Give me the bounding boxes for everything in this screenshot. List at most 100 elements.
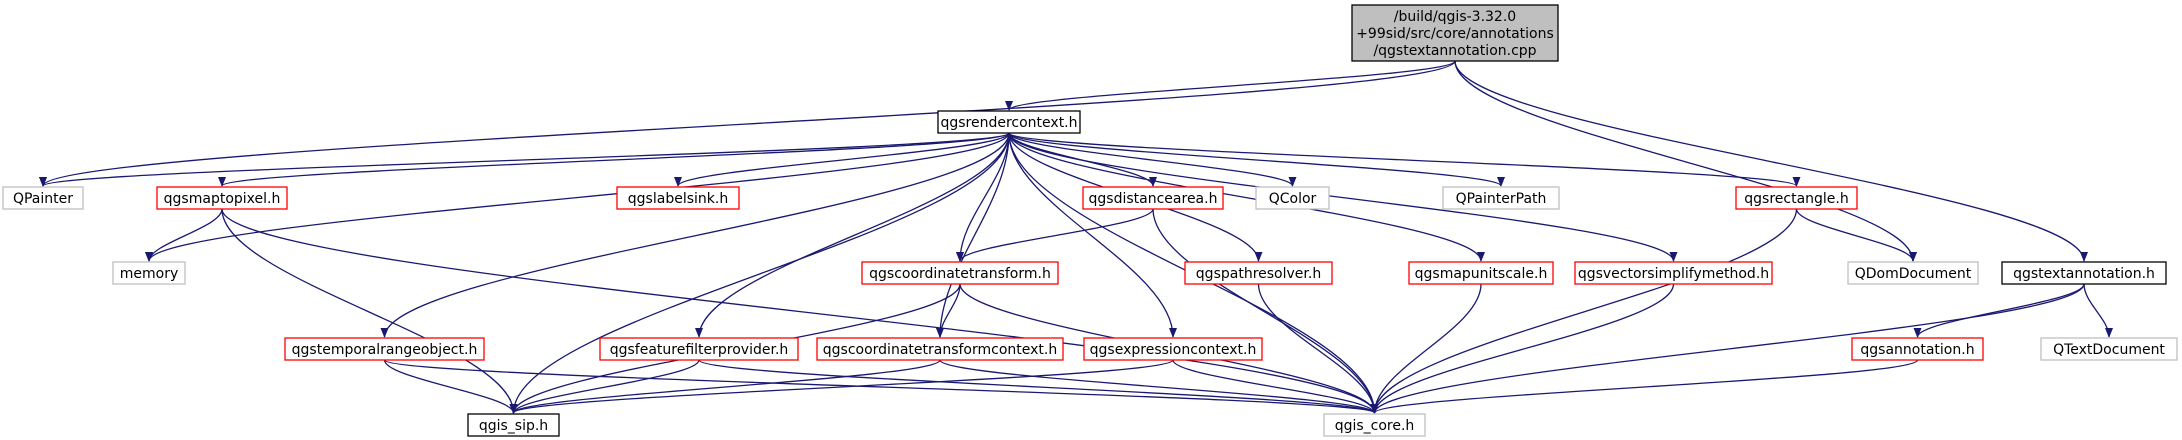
node-label-qgsvectorsimplifymethod: qgsvectorsimplifymethod.h	[1578, 266, 1769, 282]
node-qgsvectorsimplifymethod[interactable]: qgsvectorsimplifymethod.h	[1574, 261, 1773, 285]
edge-qgsrendercontext-to-qgscoordinatetransformcontext	[936, 132, 1010, 338]
node-box-qdomdocument	[1847, 261, 1979, 285]
node-box-qgspathresolver	[1184, 261, 1333, 285]
node-label-qgstemporalrangeobject: qgstemporalrangeobject.h	[292, 342, 478, 358]
edge-qgsrendercontext-to-qpainter	[39, 132, 1010, 187]
node-box-qgslabelsink	[616, 186, 740, 210]
node-qgstemporalrangeobject[interactable]: qgstemporalrangeobject.h	[284, 337, 485, 361]
edge-qgsmaptopixel-to-qgis_core	[221, 208, 1379, 414]
node-qgscoordinatetransformcontext[interactable]: qgscoordinatetransformcontext.h	[816, 337, 1064, 361]
node-label-qgsrendercontext: qgsrendercontext.h	[940, 115, 1077, 131]
edge-qgsrendercontext-to-qgscoordinatetransform	[956, 132, 1010, 262]
node-memory[interactable]: memory	[112, 261, 186, 285]
node-box-qgsmaptopixel	[156, 186, 288, 210]
edge-qgscoordinatetransform-to-qgscoordinatetransformcontext	[936, 283, 961, 338]
node-qgsmaptopixel[interactable]: qgsmaptopixel.h	[156, 186, 288, 210]
node-label-qgsannotation: qgsannotation.h	[1860, 342, 1974, 358]
node-box-qgsdistancearea	[1082, 186, 1224, 210]
edge-qgsfeaturefilterprovider-to-qgis_sip	[509, 359, 700, 414]
edge-qgsrectangle-to-qgis_core	[1370, 208, 1798, 414]
edge-qgsrendercontext-to-qgsexpressioncontext	[1008, 132, 1177, 338]
edge-qgstextannotation-to-qgsannotation	[1913, 283, 2085, 338]
edge-qgscoordinatetransformcontext-to-qgis_core	[939, 359, 1379, 414]
node-qgsmapunitscale[interactable]: qgsmapunitscale.h	[1408, 261, 1554, 285]
edge-qgstextannotation-to-qtextdocument	[2083, 283, 2113, 338]
node-label-qgstextannotation: qgstextannotation.h	[2013, 266, 2155, 282]
node-label-qgis_sip: qgis_sip.h	[479, 418, 548, 434]
edge-qgsrendercontext-to-memory	[145, 132, 1010, 262]
edge-root-to-qdomdocument	[1454, 60, 1917, 262]
node-qgsexpressioncontext[interactable]: qgsexpressioncontext.h	[1083, 337, 1263, 361]
node-qcolor[interactable]: QColor	[1255, 186, 1330, 210]
edge-qgsmaptopixel-to-memory	[145, 208, 223, 262]
edge-qgspathresolver-to-qgis_core	[1257, 283, 1379, 414]
node-qgsdistancearea[interactable]: qgsdistancearea.h	[1082, 186, 1224, 210]
edge-root-to-qgsrendercontext	[1005, 60, 1456, 111]
edge-qgsmaptopixel-to-qgis_sip	[221, 208, 518, 414]
node-qgsannotation[interactable]: qgsannotation.h	[1851, 337, 1984, 361]
node-box-qgstemporalrangeobject	[284, 337, 485, 361]
node-box-qpainter	[2, 186, 84, 210]
edge-qgsfeaturefilterprovider-to-qgis_core	[698, 359, 1379, 414]
edge-qgsexpressioncontext-to-qgis_core	[1172, 359, 1379, 414]
node-qgscoordinatetransform[interactable]: qgscoordinatetransform.h	[861, 261, 1059, 285]
node-root[interactable]: /build/qgis-3.32.0+99sid/src/core/annota…	[1351, 4, 1559, 62]
node-label-qdomdocument: QDomDocument	[1855, 266, 1972, 282]
node-label-qgis_core: qgis_core.h	[1335, 418, 1415, 434]
node-qgslabelsink[interactable]: qgslabelsink.h	[616, 186, 740, 210]
node-label-qgsmaptopixel: qgsmaptopixel.h	[164, 191, 281, 207]
node-qdomdocument[interactable]: QDomDocument	[1847, 261, 1979, 285]
node-box-qgis_core	[1323, 413, 1426, 437]
edge-qgsdistancearea-to-qgscoordinatetransform	[956, 208, 1154, 262]
node-qgis_core[interactable]: qgis_core.h	[1323, 413, 1426, 437]
edge-qgstemporalrangeobject-to-qgis_core	[383, 359, 1378, 414]
node-box-qpainterpath	[1442, 186, 1560, 210]
node-label-qpainter: QPainter	[13, 191, 73, 207]
node-box-qgsexpressioncontext	[1083, 337, 1263, 361]
node-qpainter[interactable]: QPainter	[2, 186, 84, 210]
edge-qgsrendercontext-to-qgsmapunitscale	[1008, 132, 1485, 262]
edge-qgsdistancearea-to-qgis_core	[1152, 208, 1379, 414]
edge-qgsmapunitscale-to-qgis_core	[1370, 283, 1482, 414]
edge-qgsvectorsimplifymethod-to-qgis_core	[1370, 283, 1675, 414]
edge-qgsrendercontext-to-qcolor	[1008, 132, 1297, 187]
node-box-qgstextannotation	[2001, 261, 2167, 285]
node-box-memory	[112, 261, 186, 285]
node-qgsfeaturefilterprovider[interactable]: qgsfeaturefilterprovider.h	[599, 337, 799, 361]
node-label-qcolor: QColor	[1269, 191, 1317, 207]
edge-qgstemporalrangeobject-to-qgis_sip	[383, 359, 518, 414]
node-box-qgsannotation	[1851, 337, 1984, 361]
node-qpainterpath[interactable]: QPainterPath	[1442, 186, 1560, 210]
edge-qgstextannotation-to-qgis_core	[1370, 283, 2085, 414]
node-qgsrectangle[interactable]: qgsrectangle.h	[1735, 186, 1858, 210]
node-label-qtextdocument: QTextDocument	[2053, 342, 2165, 358]
edge-qgsexpressioncontext-to-qgis_sip	[509, 359, 1174, 414]
edge-qgsrectangle-to-qdomdocument	[1795, 208, 1917, 262]
node-box-qgis_sip	[467, 413, 560, 437]
edge-qgsrendercontext-to-qgstemporalrangeobject	[380, 132, 1010, 338]
node-box-qcolor	[1255, 186, 1330, 210]
edge-root-to-qgstextannotation	[1454, 60, 2088, 262]
node-qtextdocument[interactable]: QTextDocument	[2040, 337, 2178, 361]
node-qgspathresolver[interactable]: qgspathresolver.h	[1184, 261, 1333, 285]
edge-qgsrendercontext-to-qgsmaptopixel	[218, 132, 1010, 187]
node-qgis_sip[interactable]: qgis_sip.h	[467, 413, 560, 437]
node-box-qgsrectangle	[1735, 186, 1858, 210]
node-label-qgspathresolver: qgspathresolver.h	[1196, 266, 1321, 282]
node-box-qgsrendercontext	[937, 110, 1081, 134]
edge-layer	[39, 60, 2113, 414]
node-label-qgsmapunitscale: qgsmapunitscale.h	[1415, 266, 1548, 282]
edge-qgscoordinatetransformcontext-to-qgis_sip	[509, 359, 941, 414]
node-label-qgscoordinatetransform: qgscoordinatetransform.h	[869, 266, 1051, 282]
node-label-qgsdistancearea: qgsdistancearea.h	[1089, 191, 1218, 207]
node-box-qgscoordinatetransform	[861, 261, 1059, 285]
edge-qgsrendercontext-to-qgsrectangle	[1008, 132, 1801, 187]
node-qgsrendercontext[interactable]: qgsrendercontext.h	[937, 110, 1081, 134]
edge-qgsrendercontext-to-qgis_sip	[509, 132, 1010, 414]
edge-qgsrendercontext-to-qgsvectorsimplifymethod	[1008, 132, 1678, 262]
node-box-qgscoordinatetransformcontext	[816, 337, 1064, 361]
node-qgstextannotation[interactable]: qgstextannotation.h	[2001, 261, 2167, 285]
node-label-qgsfeaturefilterprovider: qgsfeaturefilterprovider.h	[610, 342, 789, 358]
node-box-qgsfeaturefilterprovider	[599, 337, 799, 361]
